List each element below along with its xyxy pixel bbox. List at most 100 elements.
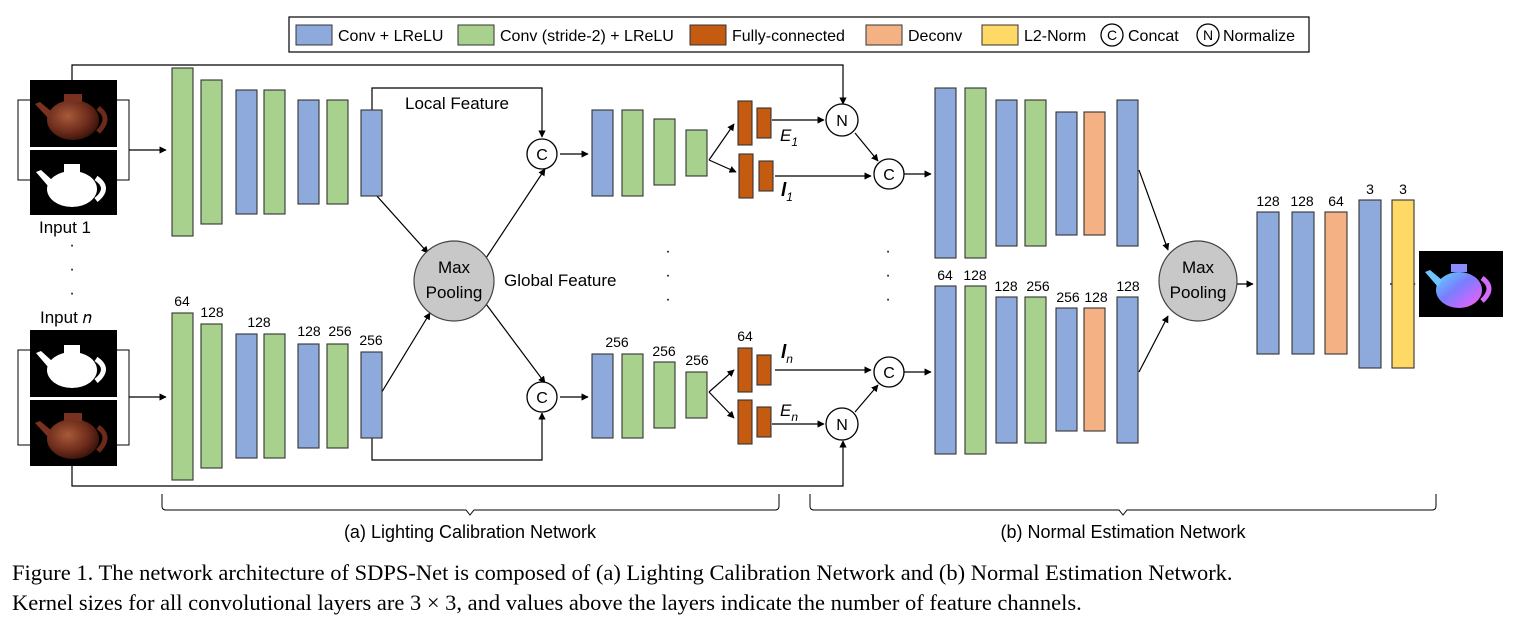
- figure-caption-line-1: Figure 1. The network architecture of SD…: [12, 560, 1233, 585]
- nen-max-pooling-label-line1: Max: [1182, 258, 1215, 277]
- arrow-normalize-bottom-to-concat: [854, 384, 879, 413]
- input-1-teapot-lid: [64, 94, 82, 102]
- nen-out-l2norm-layer: [1391, 199, 1415, 369]
- lcn-head1-conv-s2-layer: [685, 129, 708, 177]
- concat-node-lcn-bottom: [526, 381, 558, 413]
- nen-enc1-conv-s2-layer: [1024, 99, 1047, 247]
- e1-label: E1: [780, 126, 798, 149]
- input-dot: ·: [69, 237, 74, 254]
- arrow-nen-top-to-maxpool: [1138, 169, 1170, 251]
- input-1-label: Input 1: [39, 218, 91, 237]
- operation-nodes: Max Pooling Max Pooling C C N N C C: [413, 103, 1238, 441]
- output-normal-map-body: [1436, 272, 1482, 308]
- legend-swatch-deconv: [865, 24, 903, 46]
- arrow-head-top-to-fc-l: [708, 159, 737, 173]
- nen-encn-deconv-layer: [1083, 307, 1106, 432]
- nen-enc1-deconv-layer: [1083, 111, 1106, 236]
- channel-label: 256: [1056, 289, 1080, 305]
- nen-enc1-conv-s2-layer: [964, 87, 987, 259]
- input-1-teapot-body: [47, 100, 99, 140]
- channel-label: 256: [359, 332, 383, 348]
- normal-section-label: (b) Normal Estimation Network: [1000, 522, 1246, 542]
- output-normal-map-lid: [1451, 264, 1467, 272]
- nen-out-conv-layer: [1291, 211, 1315, 355]
- lighting-section-brace: [161, 494, 780, 516]
- channel-label: 128: [963, 267, 987, 283]
- nen-out-conv-layer: [1358, 199, 1382, 369]
- input-n-mask-body: [47, 352, 97, 388]
- arrow-head-top-to-fc-e: [708, 123, 735, 161]
- arrow-global-feature-top: [485, 168, 546, 259]
- figure-caption-line-2: Kernel sizes for all convolutional layer…: [12, 590, 1082, 615]
- concat-node-letter: C: [536, 390, 548, 407]
- nen-encn-conv-layer: [934, 285, 957, 455]
- input-1-bracket-left: [17, 99, 30, 181]
- legend-swatch-l2norm: [981, 24, 1019, 46]
- nen-out-conv-layer: [1256, 211, 1280, 355]
- legend-label-normalize: Normalize: [1223, 28, 1295, 45]
- lcn-enc1-conv-s2-layer: [326, 99, 349, 205]
- legend-swatch-conv: [295, 24, 333, 46]
- input-n-mask-spout: [36, 351, 52, 367]
- lcn-max-pooling-label-line1: Max: [438, 258, 471, 277]
- input-n-teapot-handle: [96, 424, 108, 453]
- arrow-encn-to-maxpool: [379, 312, 431, 396]
- l1-label: l1: [781, 180, 793, 204]
- channel-label: 128: [1116, 278, 1140, 294]
- channel-label: 256: [605, 334, 629, 350]
- channel-label: 128: [297, 323, 321, 339]
- channel-label: 128: [1290, 193, 1314, 209]
- arrow-enc1-to-maxpool: [375, 194, 429, 254]
- lcn-enc1-conv-layer: [297, 99, 320, 205]
- channel-label: 128: [1256, 193, 1280, 209]
- fc-ln-layer: [737, 347, 753, 393]
- input-images: Input 1 Input 𝑛 · · ·: [17, 80, 130, 466]
- lcn-encn-conv-layer: [360, 351, 383, 439]
- legend-swatch-fc: [689, 24, 727, 46]
- lcn-head1-conv-layer: [591, 109, 614, 197]
- channel-label: 128: [200, 304, 224, 320]
- legend-label-fc: Fully-connected: [732, 28, 845, 45]
- legend-normalize-symbol-letter: N: [1203, 27, 1213, 43]
- input-dot: ·: [69, 285, 74, 302]
- lcn-enc1-conv-layer: [235, 89, 258, 215]
- nen-enc1-conv-layer: [1116, 99, 1139, 247]
- channel-label: 64: [937, 267, 953, 283]
- concat-node-lcn-top: [526, 138, 558, 170]
- nen-enc1-conv-layer: [995, 99, 1018, 247]
- fc-l1-layer: [738, 153, 754, 199]
- channel-label: 128: [247, 314, 271, 330]
- concat-node-letter: C: [883, 365, 895, 382]
- lcn-headn-conv-s2-layer: [621, 353, 644, 439]
- lcn-head-dot: ·: [665, 267, 670, 284]
- nen-enc1-conv-layer: [934, 87, 957, 259]
- channel-label: 128: [994, 278, 1018, 294]
- lcn-max-pooling-node: [413, 240, 495, 322]
- fc-en-layer: [737, 399, 753, 445]
- channel-label: 256: [1026, 278, 1050, 294]
- legend-normalize-symbol: [1196, 23, 1220, 47]
- input-1-mask-body: [47, 171, 97, 207]
- lcn-headn-conv-s2-layer: [685, 371, 708, 419]
- arrow-global-feature-bottom: [485, 303, 546, 384]
- lcn-encn-conv-layer: [235, 333, 258, 459]
- normalize-node-bottom: [825, 407, 859, 441]
- lcn-encn-conv-s2-layer: [263, 333, 286, 459]
- ln-label: ln: [781, 342, 793, 366]
- input-n-bracket-right: [117, 349, 130, 446]
- lcn-head1-conv-s2-layer: [653, 118, 676, 186]
- nen-max-pooling-label-line2: Pooling: [1170, 283, 1227, 302]
- nen-encn-conv-s2-layer: [1024, 296, 1047, 444]
- lcn-headn-conv-s2-layer: [653, 361, 676, 429]
- nen-encn-conv-layer: [1116, 296, 1139, 444]
- nen-encn-conv-s2-layer: [964, 285, 987, 455]
- legend-label-conv-stride2: Conv (stride-2) + LReLU: [500, 28, 674, 45]
- layers: [171, 67, 1415, 481]
- fc-e1-layer: [756, 107, 772, 139]
- legend-swatch-conv-stride2: [457, 24, 495, 46]
- arrow-input-1-bypass-to-normalize: [71, 64, 847, 105]
- normalize-node-top: [825, 103, 859, 137]
- input-1-bracket-right: [117, 99, 130, 181]
- lcn-encn-conv-s2-layer: [171, 312, 194, 481]
- fc-e1-layer: [737, 100, 753, 146]
